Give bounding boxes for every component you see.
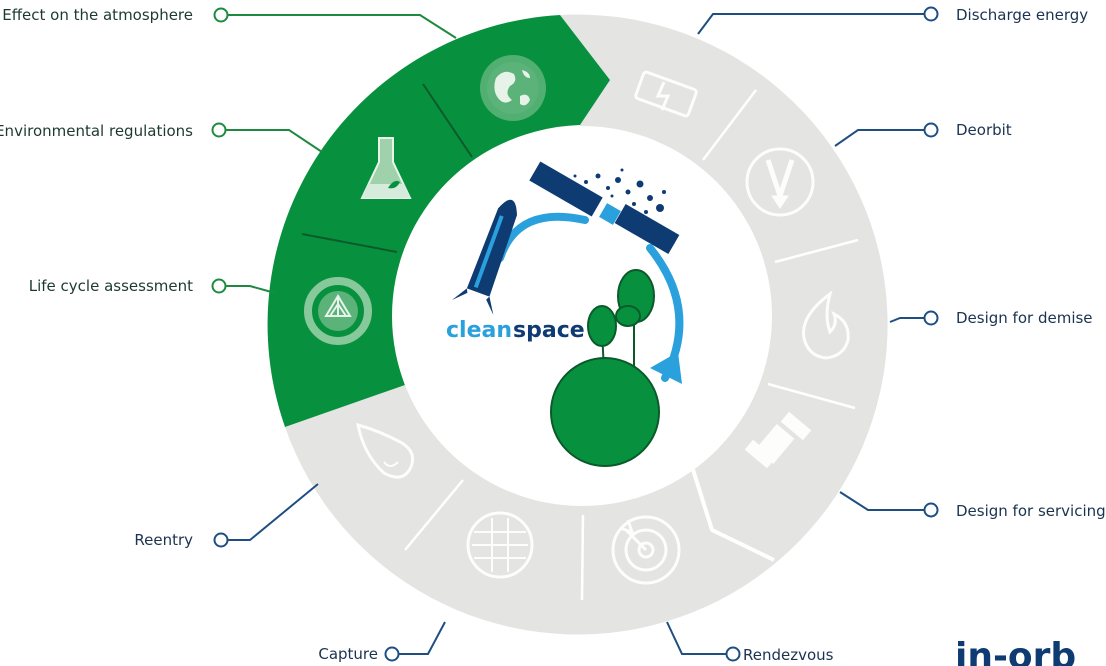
earth-icon <box>550 269 660 467</box>
debris-satellite-icon <box>529 161 680 255</box>
label-capture: Capture <box>318 645 378 663</box>
green-divider <box>301 233 398 253</box>
blue-connectors <box>228 13 924 655</box>
label-reentry: Reentry <box>134 531 193 549</box>
rocket-icon <box>452 199 517 316</box>
green-connector-dots <box>211 7 229 294</box>
flask-icon <box>360 137 412 199</box>
recycle-cycle-icon <box>304 277 372 345</box>
green-divider <box>422 83 473 158</box>
satellite-icon <box>744 411 812 469</box>
debris-dots <box>573 168 666 214</box>
reentry-icon <box>356 422 415 479</box>
brand-word-space: space <box>513 318 585 343</box>
flame-icon <box>802 290 850 360</box>
target-icon <box>611 515 681 585</box>
globe-icon <box>480 55 546 121</box>
label-discharge-energy: Discharge energy <box>956 6 1088 24</box>
green-connectors <box>226 14 457 294</box>
corner-tagline: in-orb <box>955 636 1076 666</box>
ring-notch <box>688 459 775 562</box>
label-design-for-demise: Design for demise <box>956 309 1093 327</box>
battery-icon <box>634 70 698 118</box>
cycle-arrowhead <box>650 352 682 384</box>
label-environmental-regulations: Environmental regulations <box>0 122 193 140</box>
grey-dividers <box>404 89 859 601</box>
net-icon <box>466 511 534 579</box>
blue-connector-dots <box>213 6 939 662</box>
label-design-for-servicing: Design for servicing <box>956 502 1106 520</box>
label-rendezvous: Rendezvous <box>743 646 834 664</box>
label-deorbit: Deorbit <box>956 121 1012 139</box>
label-life-cycle-assessment: Life cycle assessment <box>29 277 193 295</box>
center-artwork: clean space <box>446 161 684 467</box>
label-effect-on-atmosphere: Effect on the atmosphere <box>2 6 193 24</box>
inner-disk <box>392 126 772 506</box>
brand-word-clean: clean <box>446 318 512 343</box>
deorbit-arrow-icon <box>745 147 815 217</box>
